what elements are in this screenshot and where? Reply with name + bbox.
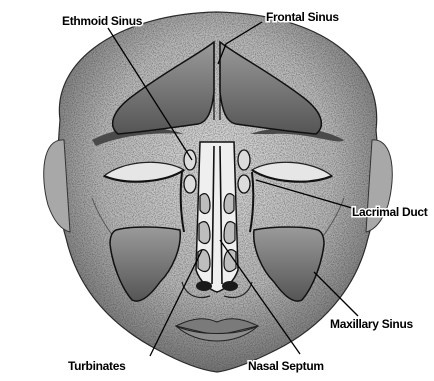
label-maxillary-sinus: Maxillary Sinus [330, 317, 413, 331]
label-lacrimal-duct: Lacrimal Duct [352, 205, 428, 219]
label-ethmoid-sinus: Ethmoid Sinus [62, 14, 143, 28]
label-frontal-sinus: Frontal Sinus [266, 10, 339, 24]
label-nasal-septum: Nasal Septum [248, 359, 324, 373]
label-turbinates: Turbinates [68, 359, 126, 373]
